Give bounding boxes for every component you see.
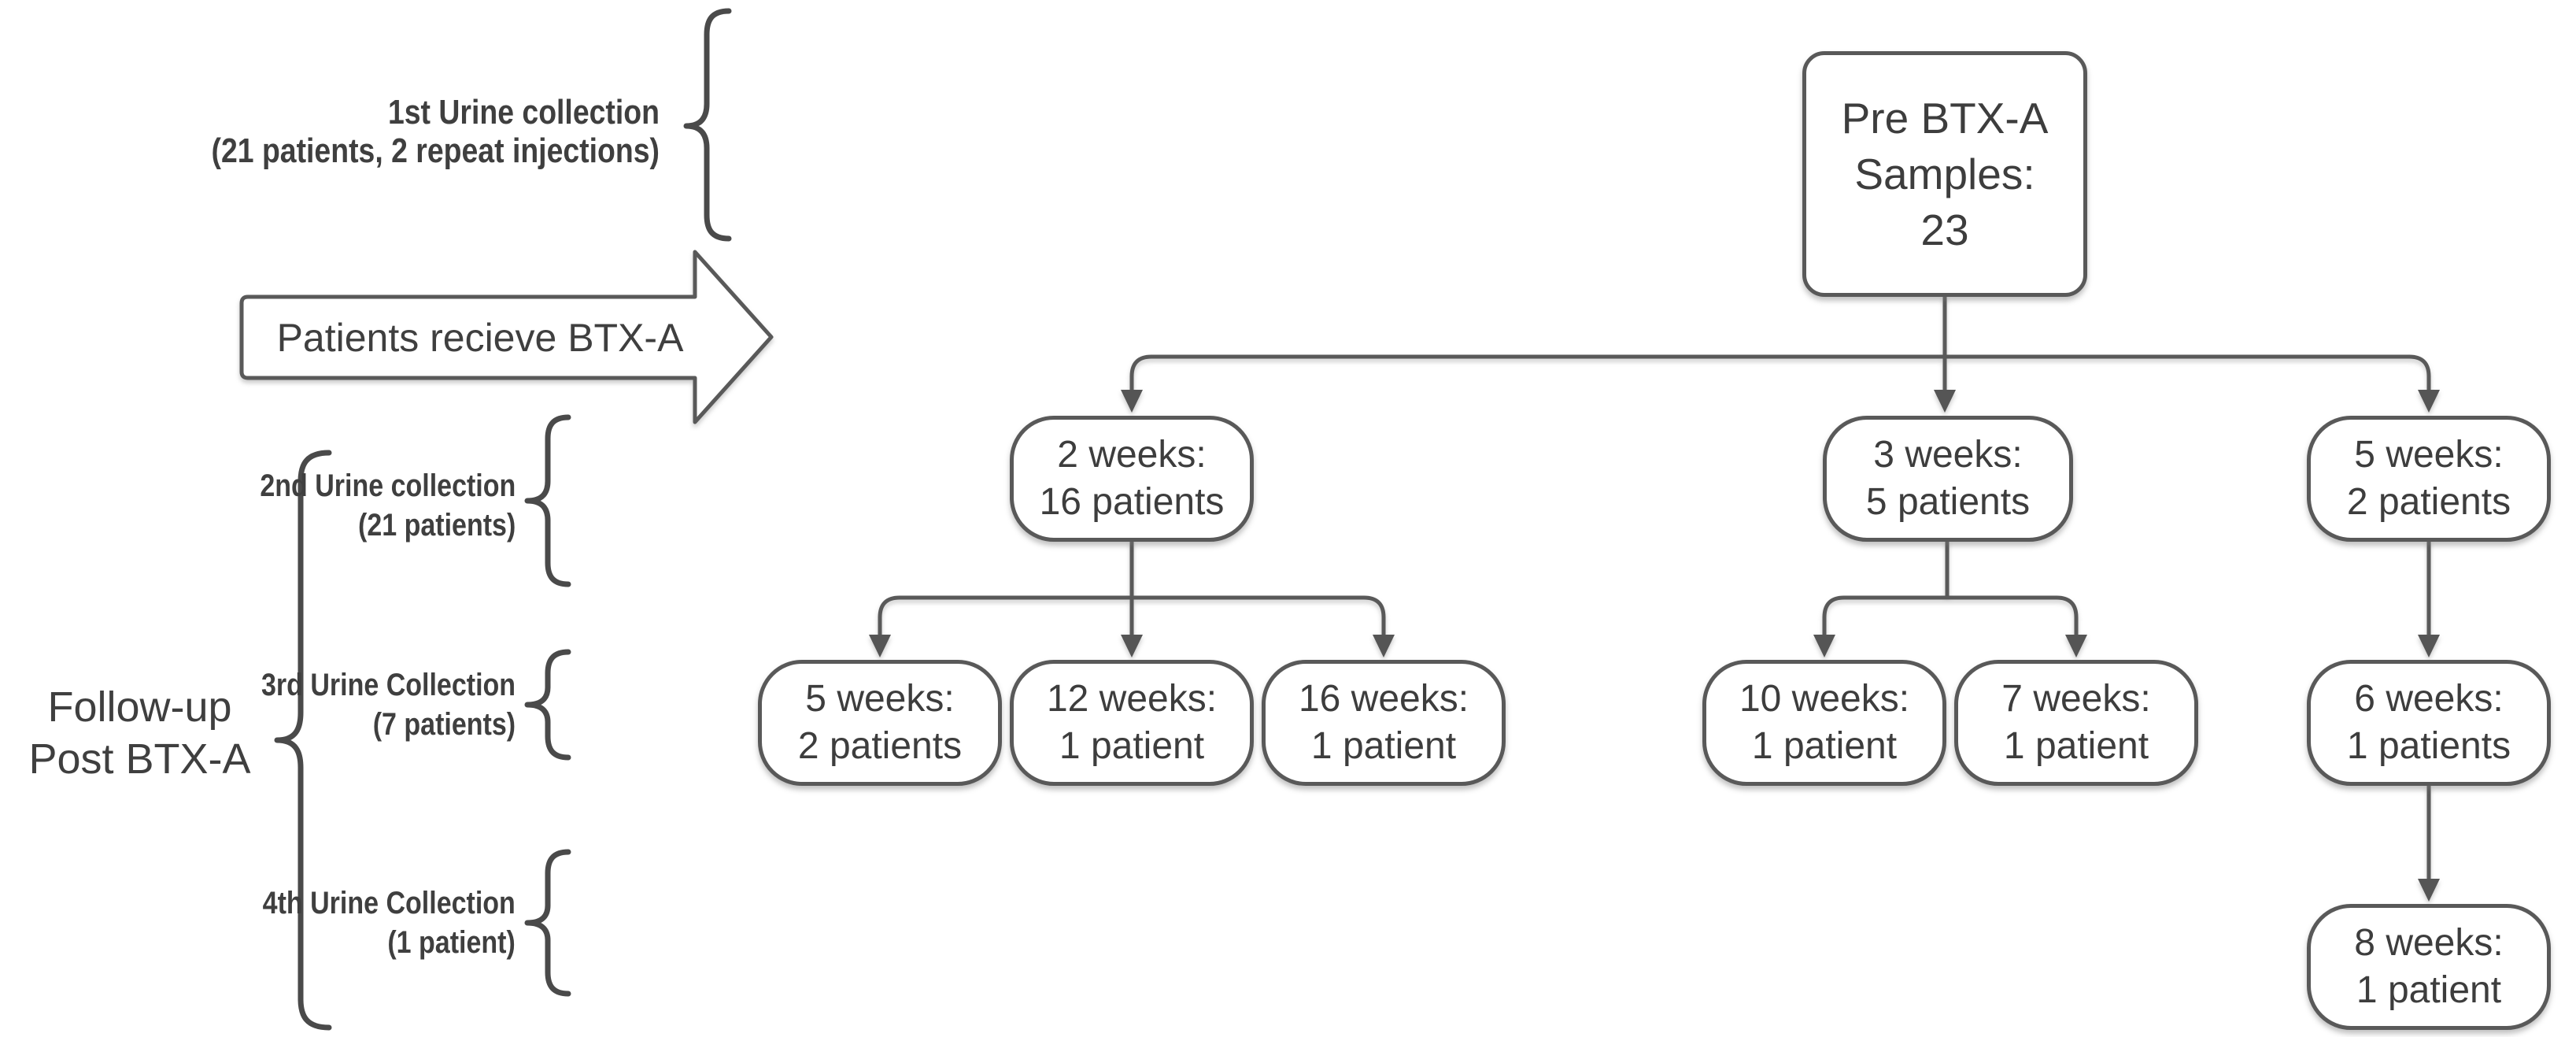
block-arrow-right bbox=[239, 250, 774, 424]
node-10-weeks-1-patient: 10 weeks: 1 patient bbox=[1702, 660, 1946, 786]
node-5-weeks-2-patients-right: 5 weeks: 2 patients bbox=[2307, 416, 2551, 542]
label-followup-post-btxa: Follow-up Post BTX-A bbox=[28, 683, 251, 783]
brace-first-collection bbox=[683, 8, 732, 242]
block-arrow-label: Patients recieve BTX-A bbox=[276, 315, 684, 360]
connector-3w-right bbox=[1945, 595, 2079, 639]
connector-2w-left bbox=[878, 595, 1134, 639]
label-fourth-urine-collection: 4th Urine Collection (1 patient) bbox=[262, 886, 516, 960]
node-7-weeks-1-patient: 7 weeks: 1 patient bbox=[1954, 660, 2198, 786]
node-2-weeks-16-patients: 2 weeks: 16 patients bbox=[1010, 416, 1254, 542]
connector-3w-left bbox=[1822, 595, 1950, 639]
connector-main-right-drop bbox=[2407, 354, 2431, 392]
node-6-weeks-1-patients: 6 weeks: 1 patients bbox=[2307, 660, 2551, 786]
node-5-weeks-2-patients-sub: 5 weeks: 2 patients bbox=[758, 660, 1002, 786]
brace-fourth-collection bbox=[524, 849, 571, 997]
label-second-urine-collection: 2nd Urine collection (21 patients) bbox=[260, 469, 516, 543]
label-third-urine-collection: 3rd Urine Collection (7 patients) bbox=[261, 668, 516, 742]
node-12-weeks-1-patient: 12 weeks: 1 patient bbox=[1010, 660, 1254, 786]
node-3-weeks-5-patients: 3 weeks: 5 patients bbox=[1823, 416, 2073, 542]
node-8-weeks-1-patient: 8 weeks: 1 patient bbox=[2307, 904, 2551, 1030]
arrowheads bbox=[869, 390, 2440, 902]
brace-third-collection bbox=[524, 649, 571, 761]
connector-main-left-drop bbox=[1129, 354, 1154, 392]
label-first-urine-collection: 1st Urine collection (21 patients, 2 rep… bbox=[211, 93, 660, 170]
brace-followup-group bbox=[274, 450, 332, 1031]
node-16-weeks-1-patient: 16 weeks: 1 patient bbox=[1262, 660, 1506, 786]
brace-second-collection bbox=[524, 414, 571, 587]
connector-2w-right bbox=[1129, 595, 1386, 639]
node-pre-btxa-samples: Pre BTX-A Samples: 23 bbox=[1802, 51, 2087, 297]
